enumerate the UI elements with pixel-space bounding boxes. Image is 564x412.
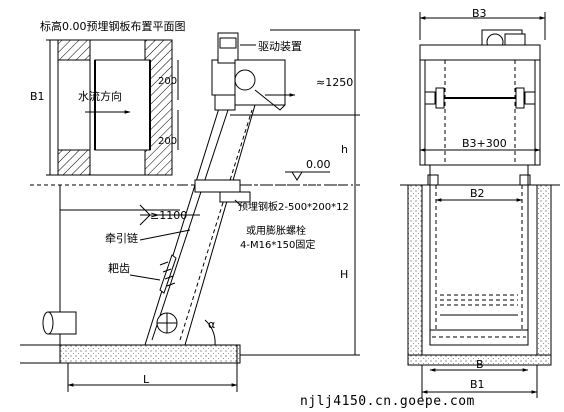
b3-top-label: B3 (472, 7, 487, 20)
plan-title: 标高0.00预埋钢板布置平面图 (40, 19, 186, 33)
traction-chain-label: 牵引链 (105, 231, 138, 245)
drive-unit (211, 32, 296, 111)
embedded-plate-label: 预埋钢板2-500*200*12 (238, 200, 349, 213)
h-small-label: h (341, 143, 348, 156)
l-dim-label: L (143, 373, 150, 386)
drive-unit-label: 驱动装置 (258, 40, 302, 53)
alpha-angle-label: α (208, 318, 215, 331)
b-dim-label: B (476, 358, 484, 371)
bolt-spec-label: 4-M16*150固定 (240, 238, 315, 251)
dim-200-top: 200 (158, 76, 177, 87)
dim-1100-label: ≥1100 (150, 209, 187, 222)
rake-teeth (159, 254, 177, 294)
rake-teeth-label: 耙齿 (108, 262, 130, 275)
b1-left-label: B1 (30, 90, 45, 103)
b3-plus-300-label: B3+300 (462, 137, 507, 150)
elevation-zero-label: 0.00 (306, 158, 331, 171)
expansion-bolt-label: 或用膨胀螺栓 (246, 224, 306, 237)
b2-label: B2 (470, 187, 485, 200)
embedded-plate-plan-view: 标高0.00预埋钢板布置平面图 B1 200 200 水流方向 (30, 19, 186, 176)
flow-direction-label: 水流方向 (78, 89, 122, 103)
front-elevation-view: B3 B3+300 B2 (400, 7, 560, 398)
dim-1250-label: ≈1250 (316, 76, 353, 89)
b1-bottom-label: B1 (470, 378, 485, 391)
dim-200-bottom: 200 (158, 136, 177, 147)
h-large-label: H (340, 268, 348, 281)
side-elevation-view: α 驱动装置 ≈1250 h 0.00 (20, 29, 360, 392)
watermark-text: njlj4150.cn.goepe.com (300, 394, 475, 409)
